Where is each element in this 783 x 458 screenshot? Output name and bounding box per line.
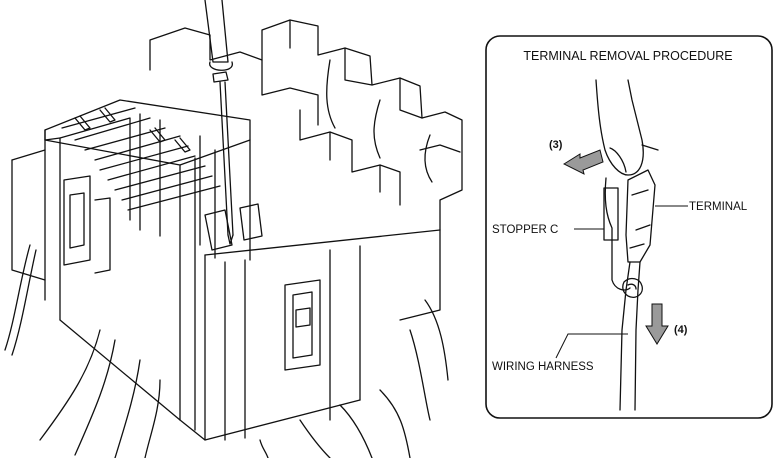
stopper-c-label: STOPPER C [492, 224, 558, 236]
leader-lines [555, 205, 688, 359]
connector-body [11, 99, 441, 441]
terminal-assembly [603, 169, 656, 411]
wire-bundle [4, 244, 449, 458]
wiring-harness-label: WIRING HARNESS [492, 361, 594, 373]
step-3-label: (3) [549, 139, 563, 151]
screwdriver [204, 0, 234, 245]
terminal-cavities [59, 107, 263, 251]
terminal-label: TERMINAL [689, 201, 748, 213]
pull-arrow [645, 303, 669, 345]
panel-title: TERMINAL REMOVAL PROCEDURE [523, 49, 732, 63]
step-4-label: (4) [674, 324, 688, 336]
push-arrow [562, 149, 604, 175]
procedure-panel: TERMINAL REMOVAL PROCEDURE (3 [485, 35, 773, 419]
panel-frame [485, 35, 773, 419]
connector-block-drawing [4, 0, 463, 458]
hand-drawing [595, 79, 659, 291]
relay-housing-outline [149, 19, 463, 231]
